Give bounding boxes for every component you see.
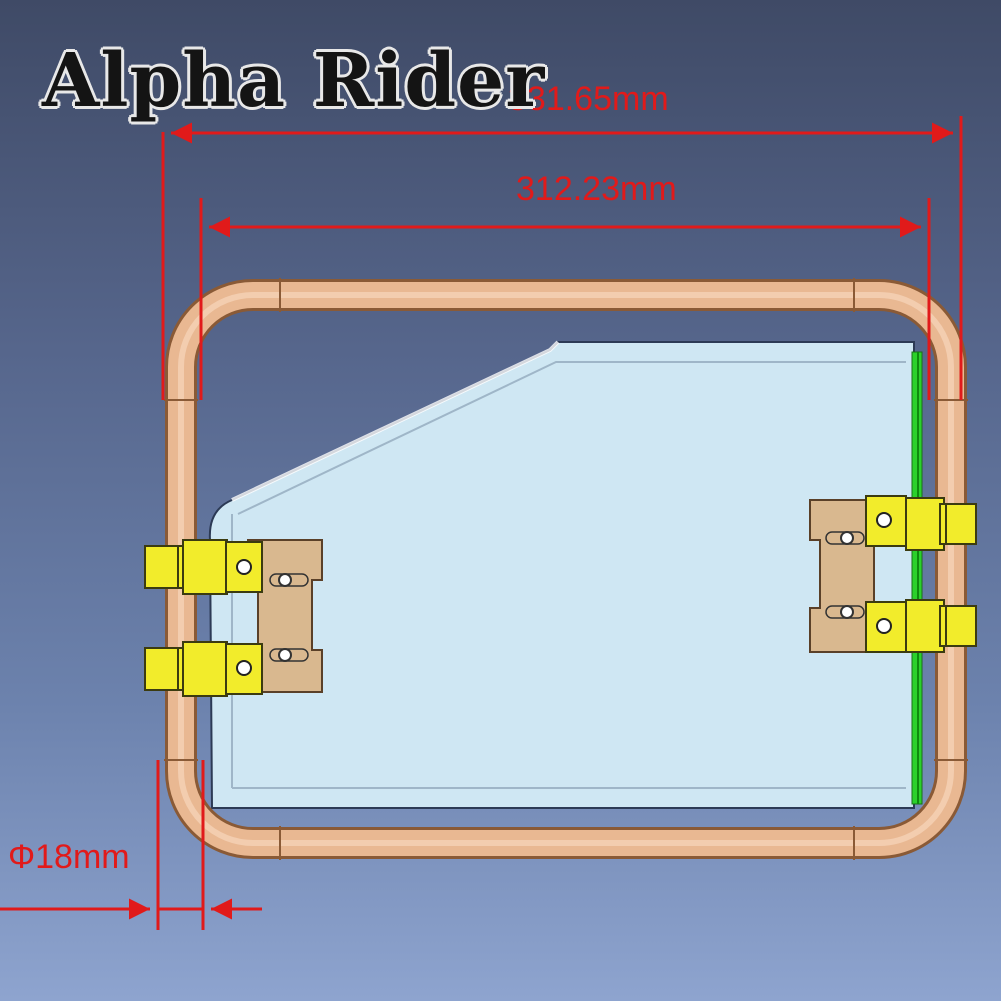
left-upper-clamp [144,539,263,595]
right-lower-clamp [865,599,977,653]
inner-width-dimension [199,198,931,400]
right-upper-clamp [865,495,977,551]
tube-diameter-dimension [0,760,262,930]
outer-width-label: 331.65mm [508,80,669,118]
tube-diameter-label: Φ18mm [8,838,130,876]
brand-watermark: Alpha Rider [42,38,546,124]
hinge-edge [911,351,923,805]
windshield-plate [208,340,915,809]
left-lower-clamp [144,641,263,697]
outer-width-dimension [161,116,963,400]
inner-width-label: 312.23mm [516,170,677,208]
left-mount-bracket [247,539,323,693]
